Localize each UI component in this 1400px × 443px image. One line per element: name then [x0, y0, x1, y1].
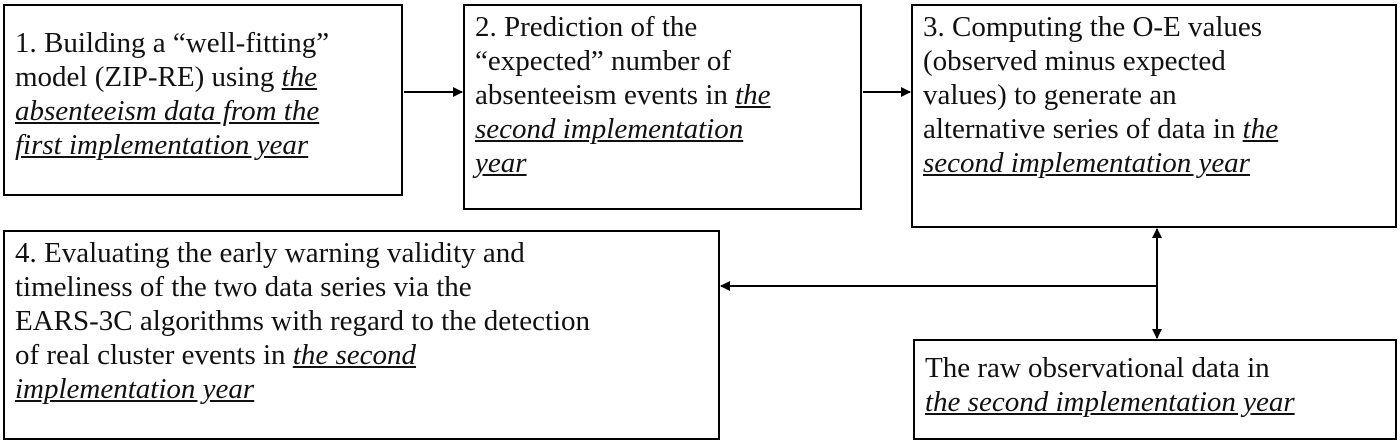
- step1-text: 1. Building a “well-fitting” model (ZIP-…: [15, 27, 330, 93]
- step4-box: 4. Evaluating the early warning validity…: [3, 230, 720, 440]
- raw-data-box: The raw observational data in the second…: [913, 339, 1397, 440]
- step2-text: 2. Prediction of the “expected” number o…: [475, 11, 732, 111]
- step3-text: 3. Computing the O-E values (observed mi…: [923, 11, 1263, 145]
- step4-emphasis: the second implementation year: [15, 339, 417, 405]
- step1-emphasis: the absenteeism data from the first impl…: [15, 61, 320, 161]
- step3-emphasis: the second implementation year: [923, 113, 1279, 179]
- raw-data-text: The raw observational data in: [925, 352, 1270, 384]
- step1-box: 1. Building a “well-fitting” model (ZIP-…: [3, 4, 403, 196]
- step2-emphasis: the second implementation year: [475, 79, 771, 179]
- raw-data-emphasis: the second implementation year: [925, 386, 1295, 418]
- step3-box: 3. Computing the O-E values (observed mi…: [911, 4, 1397, 228]
- step4-text: 4. Evaluating the early warning validity…: [15, 237, 591, 371]
- step2-box: 2. Prediction of the “expected” number o…: [463, 4, 862, 210]
